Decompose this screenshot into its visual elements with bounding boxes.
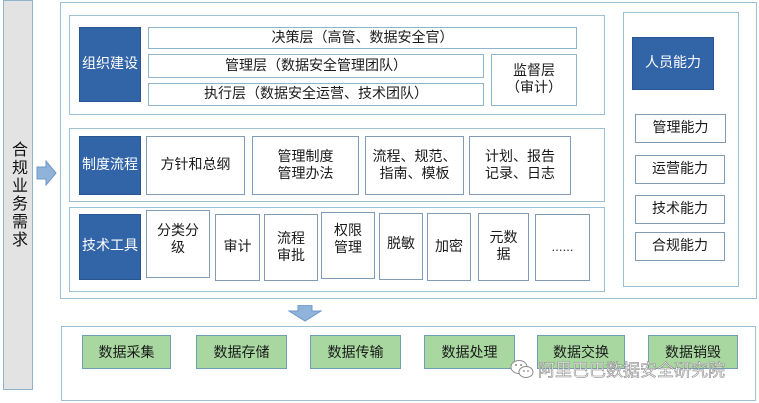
people-title: 人员能力 [632, 37, 714, 90]
execution-layer: 执行层（数据安全运营、技术团队） [148, 83, 484, 106]
tool-item-text: 脱敏 [387, 236, 415, 252]
lifecycle-stage-text: 数据传输 [327, 345, 384, 361]
policy-item: 流程、规范、 指南、模板 [365, 136, 464, 195]
capability-item-text: 运营能力 [652, 161, 708, 178]
policy-item-text: 流程、规范、 指南、模板 [372, 148, 457, 182]
policy-item: 方针和总纲 [146, 136, 245, 195]
lifecycle-stage: 数据传输 [310, 335, 401, 369]
policy-item-text: 管理制度 管理办法 [277, 148, 334, 182]
tool-item: 分类分 级 [146, 210, 210, 278]
capability-item: 技术能力 [635, 195, 725, 224]
lifecycle-stage: 数据销毁 [648, 335, 738, 369]
arrow-right-icon [36, 160, 57, 186]
decision-layer: 决策层（高管、数据安全官） [148, 27, 577, 49]
compliance-requirements-label: 合规业务需求 [9, 141, 28, 249]
capability-item-text: 合规能力 [652, 238, 708, 255]
lifecycle-stage: 数据交换 [537, 335, 625, 369]
decision-layer-text: 决策层（高管、数据安全官） [271, 29, 454, 46]
policy-item: 管理制度 管理办法 [252, 136, 359, 195]
lifecycle-stage: 数据采集 [82, 335, 171, 369]
management-layer-text: 管理层（数据安全管理团队） [225, 57, 407, 74]
compliance-requirements-bar: 合规业务需求 [3, 0, 33, 390]
capability-item-text: 管理能力 [652, 120, 709, 137]
tool-item: 权限 管理 [321, 212, 375, 279]
people-title-text: 人员能力 [645, 54, 701, 71]
lifecycle-stage-text: 数据销毁 [665, 345, 721, 361]
policy-title: 制度流程 [79, 136, 141, 195]
policy-title-text: 制度流程 [82, 156, 138, 173]
tool-item-text: 审计 [223, 239, 252, 256]
org-title: 组织建设 [79, 27, 141, 102]
tool-item-text: 权限 管理 [334, 223, 362, 256]
tool-item: 脱敏 [379, 213, 423, 280]
tool-item-text: 加密 [435, 238, 463, 255]
tool-item: 流程 审批 [264, 214, 318, 281]
lifecycle-stage-text: 数据交换 [553, 345, 609, 361]
supervision-layer: 监督层 （审计） [491, 54, 577, 106]
management-layer: 管理层（数据安全管理团队） [148, 54, 484, 78]
tool-item-text: 分类分 级 [157, 223, 199, 256]
tool-item: 审计 [215, 214, 260, 281]
lifecycle-stage-text: 数据采集 [98, 345, 155, 361]
watermark: 阿里巴巴数据安全研究院 [510, 356, 725, 381]
tool-item-text: 元数 据 [489, 230, 518, 263]
lifecycle-stage: 数据处理 [424, 335, 515, 369]
supervision-layer-text: 监督层 （审计） [506, 63, 562, 96]
tool-item: 加密 [427, 213, 471, 281]
lifecycle-stage: 数据存储 [196, 335, 287, 369]
lifecycle-stage-text: 数据存储 [213, 345, 270, 361]
policy-item: 计划、报告 记录、日志 [469, 136, 571, 195]
execution-layer-text: 执行层（数据安全运营、技术团队） [204, 86, 428, 103]
capability-item: 运营能力 [635, 155, 725, 184]
tool-item: 元数 据 [478, 213, 529, 281]
capability-item-text: 技术能力 [652, 201, 708, 218]
lifecycle-stage-text: 数据处理 [441, 345, 498, 361]
tools-title-text: 技术工具 [82, 238, 138, 255]
org-title-text: 组织建设 [82, 55, 138, 72]
watermark-text: 阿里巴巴数据安全研究院 [538, 361, 726, 382]
tool-item-text: 流程 审批 [277, 230, 305, 264]
arrow-down-icon [288, 305, 322, 322]
tools-title: 技术工具 [79, 214, 141, 280]
policy-item-text: 计划、报告 记录、日志 [485, 148, 555, 182]
tool-item-more: …… [535, 214, 590, 281]
capability-item: 合规能力 [635, 232, 725, 261]
wechat-icon [510, 359, 534, 378]
policy-item-text: 方针和总纲 [160, 157, 231, 174]
lifecycle-panel [61, 326, 756, 401]
capability-item: 管理能力 [635, 114, 726, 143]
tool-item-text: …… [551, 240, 574, 254]
